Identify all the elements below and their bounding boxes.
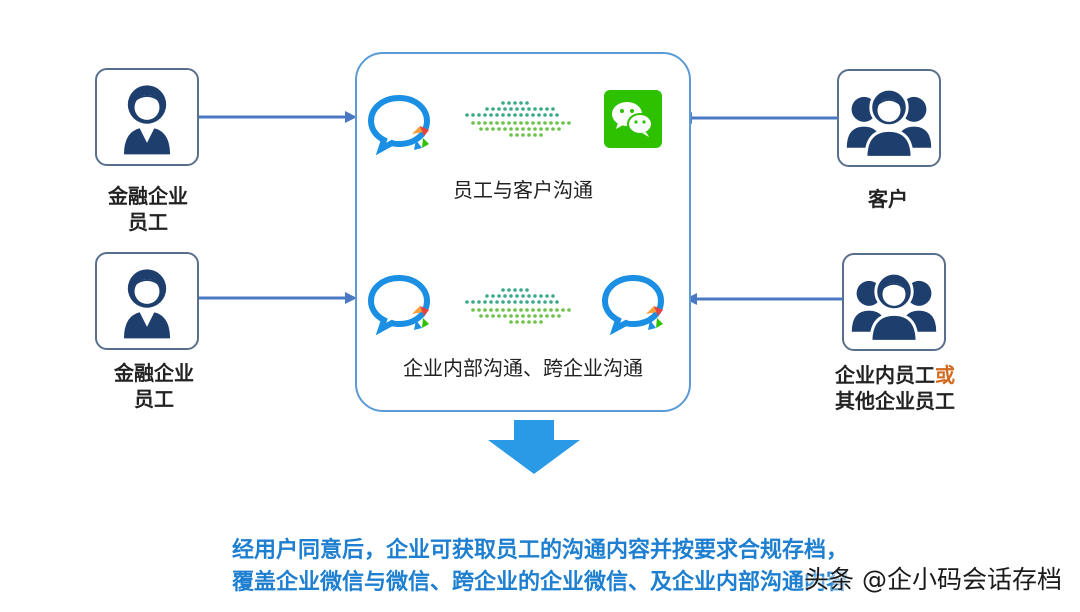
- footer-line-2: 覆盖企业微信与微信、跨企业的企业微信、及企业内部沟通内容: [231, 570, 848, 595]
- person-icon: [123, 269, 171, 339]
- group-icon: [846, 87, 932, 159]
- left-bottom-person-card: [95, 252, 199, 350]
- group-icon: [851, 271, 937, 343]
- top-caption: 员工与客户沟通: [453, 178, 593, 202]
- wecom-icon: [600, 272, 670, 336]
- left-top-label: 金融企业 员工: [108, 184, 188, 234]
- arrow-right-bottom: [685, 293, 843, 305]
- right-bottom-group-card: [842, 253, 946, 351]
- footer-line-1: 经用户同意后，企业可获取员工的沟通内容并按要求合规存档，: [231, 538, 848, 563]
- down-arrow-icon: [488, 420, 580, 474]
- wecom-icon: [366, 92, 436, 156]
- bottom-caption: 企业内部沟通、跨企业沟通: [403, 356, 643, 380]
- right-bottom-label: 企业内员工或 其他企业员工: [835, 363, 955, 413]
- left-bottom-label: 金融企业 员工: [114, 361, 194, 411]
- sync-dots-top: [465, 101, 571, 137]
- arrow-left-bottom: [199, 292, 357, 304]
- watermark: 头条 @企小码会话存档: [804, 565, 1062, 594]
- right-top-group-card: [837, 69, 941, 167]
- arrow-right-top: [680, 112, 838, 124]
- accent-text: 或: [935, 363, 955, 387]
- left-top-person-card: [95, 68, 199, 166]
- right-top-label: 客户: [868, 187, 908, 211]
- wecom-icon: [366, 272, 436, 336]
- arrow-left-top: [199, 111, 357, 123]
- sync-dots-bottom: [465, 288, 571, 324]
- wechat-icon: [604, 90, 662, 148]
- person-icon: [123, 85, 171, 155]
